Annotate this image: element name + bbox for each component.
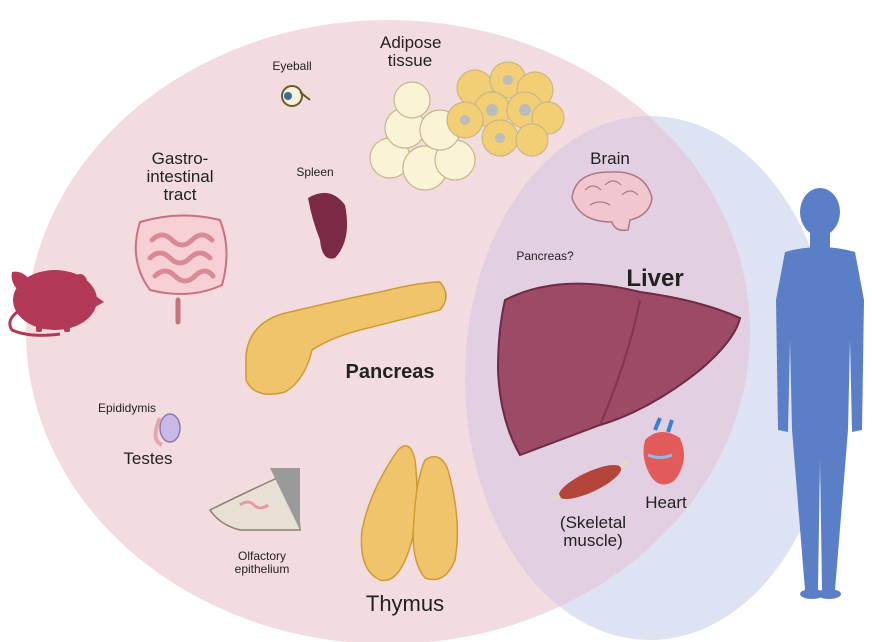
label-gastrointestinal-tract: Gastro- intestinal tract <box>130 150 230 204</box>
label-thymus: Thymus <box>350 592 460 615</box>
label-heart: Heart <box>636 494 696 512</box>
label-pancreas: Pancreas <box>330 362 450 383</box>
label-brain: Brain <box>580 150 640 168</box>
label-spleen: Spleen <box>285 166 345 179</box>
label-eyeball: Eyeball <box>262 60 322 73</box>
label-liver: Liver <box>610 266 700 291</box>
label-skeletal-muscle: (Skeletal muscle) <box>548 514 638 550</box>
label-olfactory-epithelium: Olfactory epithelium <box>222 550 302 575</box>
label-epididymis: Epididymis <box>82 402 172 415</box>
label-pancreas-question: Pancreas? <box>505 250 585 263</box>
label-testes: Testes <box>108 450 188 468</box>
label-adipose-tissue: Adipose tissue <box>380 34 440 70</box>
